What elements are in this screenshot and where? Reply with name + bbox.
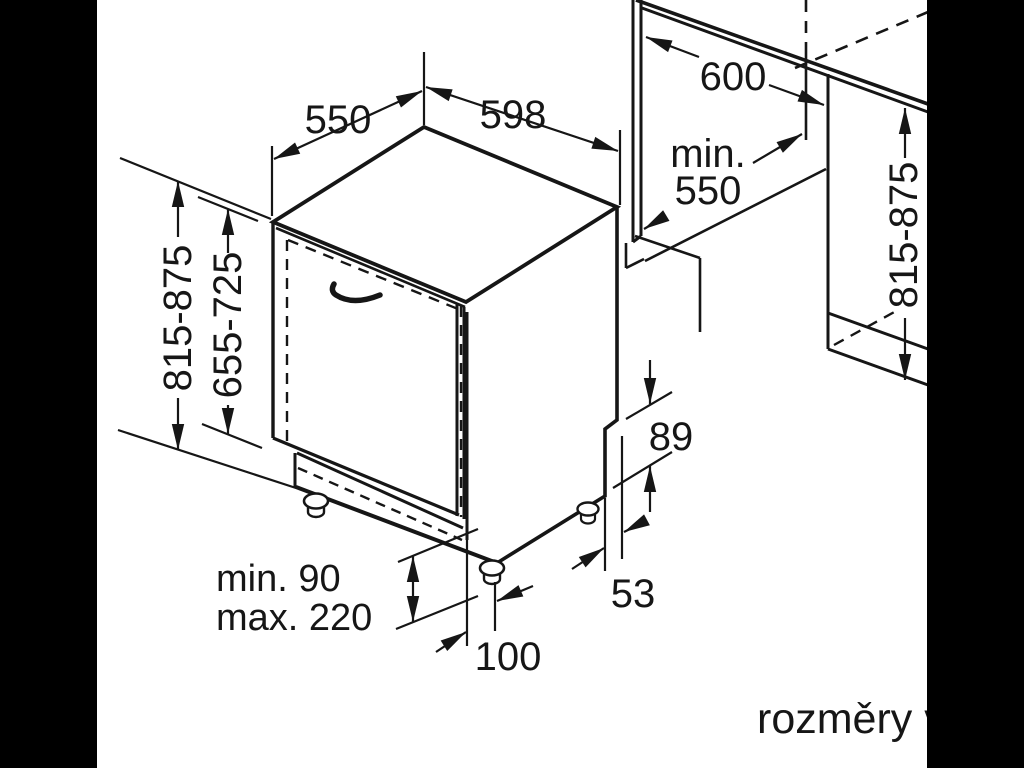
dim-front-offset-label: 100 (475, 635, 542, 679)
dim-height-left-label: 815-875 (156, 245, 200, 392)
dim-rear-top-offset-label: 89 (649, 415, 694, 459)
letterbox-left (0, 0, 97, 768)
dim-niche-min-label-line1: min. (670, 132, 746, 176)
counter-and-cabinets (624, 0, 929, 387)
dim-width-label: 598 (480, 93, 547, 137)
dim-plinth-max-label: max. 220 (216, 597, 372, 639)
dishwasher-outline (268, 124, 622, 565)
dim-counter-depth-label: 600 (700, 55, 767, 99)
dim-height-right-label: 815-875 (882, 162, 926, 309)
adjustable-feet (302, 492, 600, 586)
door-handle (329, 281, 383, 304)
dim-plinth-min-label: min. 90 (216, 558, 341, 600)
dim-top-depth-label: 550 (305, 98, 372, 142)
dim-niche-min-label-line2: 550 (675, 169, 742, 213)
dim-rear-bottom-offset-label: 53 (611, 572, 656, 616)
dim-door-height-label: 655-725 (206, 252, 250, 399)
dimension-labels: 550 598 600 min. 550 815-875 655-725 815… (156, 55, 946, 743)
drawing-caption: rozměry v (757, 695, 946, 743)
letterbox-right (927, 0, 1024, 768)
